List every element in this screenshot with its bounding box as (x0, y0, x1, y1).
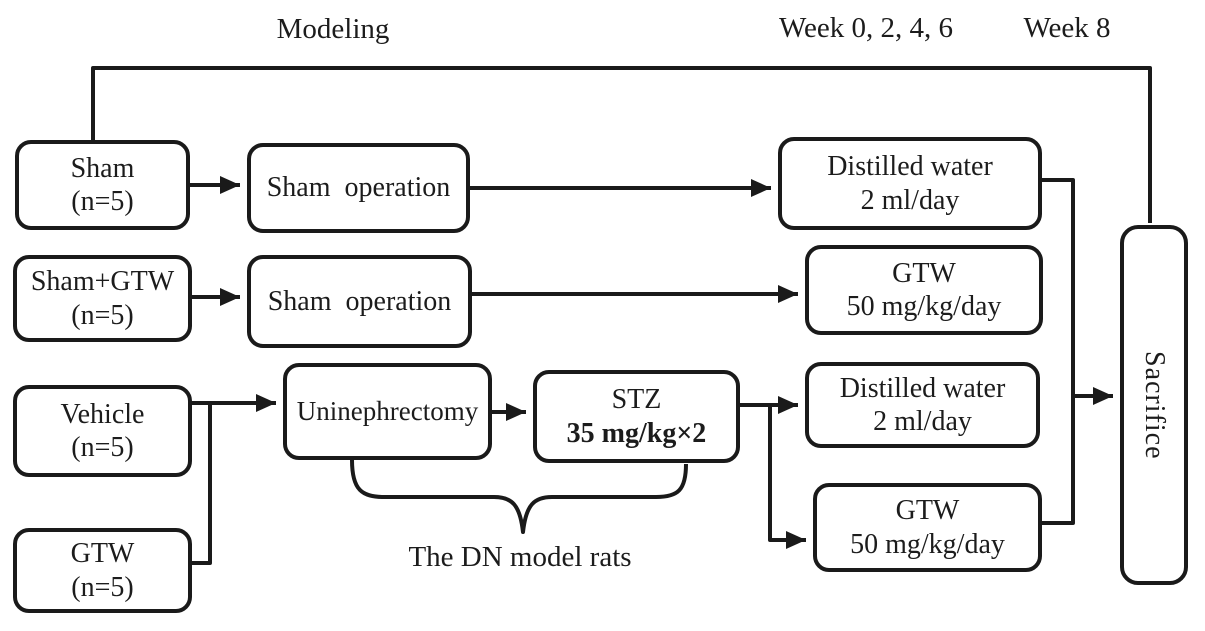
group-size: (n=5) (71, 186, 134, 217)
group-size: (n=5) (71, 571, 134, 603)
treatment-box-distilled-water-2: Distilled water 2 ml/day (805, 362, 1040, 448)
group-box-sham: Sham (n=5) (15, 140, 190, 230)
group-name: Sham (70, 152, 135, 184)
elbow-gtw-join (190, 405, 212, 565)
arrow-stz-branch-to-gtw2 (768, 405, 806, 549)
timeline-label-week8: Week 8 (1023, 12, 1111, 44)
group-name: GTW (70, 538, 135, 570)
collector-line (1042, 178, 1075, 525)
group-size: (n=5) (71, 299, 134, 331)
group-name: Sham+GTW (30, 266, 175, 298)
group-name: Vehicle (60, 398, 145, 430)
procedure-box-sham-operation-2: Sham operation (247, 255, 472, 348)
endpoint-label: Sacrifice (1139, 350, 1170, 460)
treatment-box-distilled-water-1: Distilled water 2 ml/day (778, 137, 1042, 230)
treatment-name: GTW (895, 495, 960, 527)
group-box-gtw: GTW (n=5) (13, 528, 192, 613)
procedure-label: Uninephrectomy (296, 395, 479, 426)
procedure-label: Sham operation (266, 172, 451, 204)
treatment-dose: 2 ml/day (873, 406, 972, 437)
dn-model-brace (350, 459, 688, 534)
procedure-box-stz: STZ 35 mg/kg×2 (533, 370, 740, 463)
timeline-label-dosing-weeks: Week 0, 2, 4, 6 (778, 12, 954, 44)
treatment-box-gtw-1: GTW 50 mg/kg/day (805, 245, 1043, 335)
treatment-name: Distilled water (827, 151, 993, 183)
timeline-label-modeling: Modeling (276, 13, 390, 45)
procedure-label: STZ (611, 384, 662, 416)
treatment-dose: 50 mg/kg/day (846, 291, 1002, 322)
treatment-box-gtw-2: GTW 50 mg/kg/day (813, 483, 1042, 572)
treatment-name: GTW (892, 257, 956, 289)
procedure-dose: 35 mg/kg×2 (566, 417, 707, 449)
dn-model-annotation: The DN model rats (408, 541, 632, 573)
treatment-name: Distilled water (839, 372, 1006, 404)
group-box-vehicle: Vehicle (n=5) (13, 385, 192, 477)
timeline-line (91, 66, 1152, 223)
procedure-box-uninephrectomy: Uninephrectomy (283, 363, 492, 460)
procedure-label: Sham operation (267, 285, 452, 317)
procedure-box-sham-operation-1: Sham operation (247, 143, 470, 233)
treatment-dose: 50 mg/kg/day (850, 528, 1005, 560)
endpoint-box-sacrifice: Sacrifice (1120, 225, 1188, 585)
group-box-sham-gtw: Sham+GTW (n=5) (13, 255, 192, 342)
treatment-dose: 2 ml/day (860, 184, 960, 216)
group-size: (n=5) (71, 432, 134, 463)
